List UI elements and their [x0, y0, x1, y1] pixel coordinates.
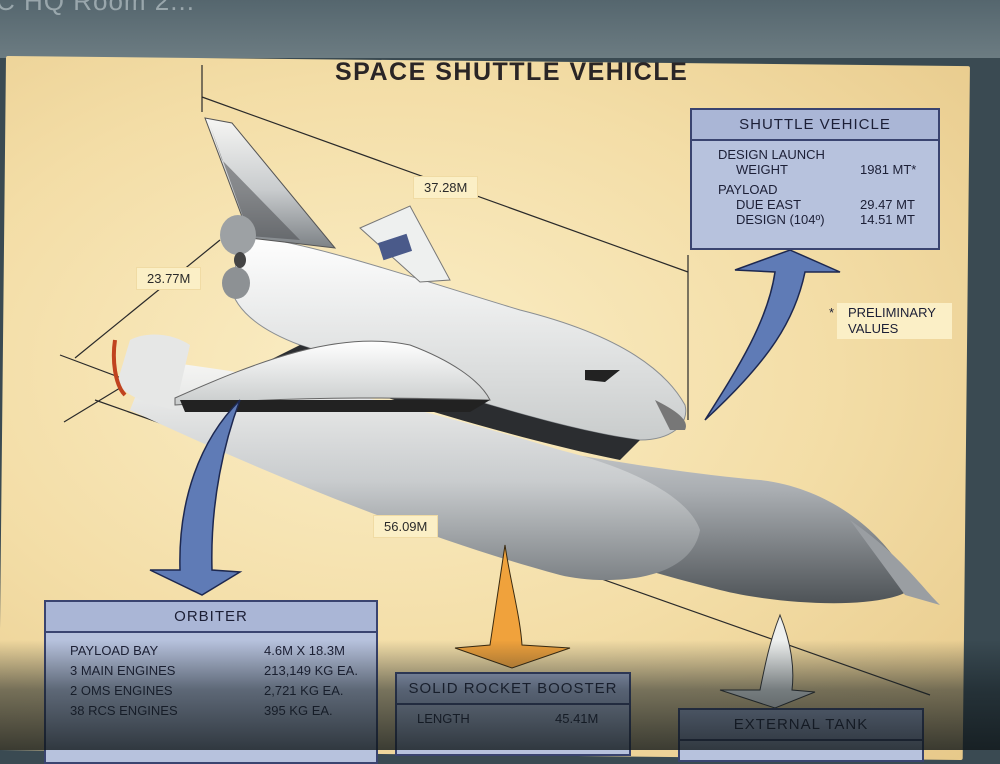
orbiter-box: ORBITER PAYLOAD BAY 4.6M X 18.3M 3 MAIN … — [44, 600, 378, 764]
orbiter-row-value: 4.6M X 18.3M — [264, 643, 345, 658]
background-screen-top: C HQ Room 2... — [0, 0, 1000, 58]
srb-length-label: LENGTH — [417, 711, 470, 726]
orbiter-row-label: 3 MAIN ENGINES — [70, 663, 176, 678]
note-line-1: PRELIMINARY — [848, 305, 936, 320]
srb-box: SOLID ROCKET BOOSTER LENGTH 45.41M — [395, 672, 631, 756]
orbiter-wing — [174, 340, 491, 406]
arrow-to-tank-box — [719, 613, 816, 709]
payload-label: PAYLOAD — [718, 182, 778, 197]
shuttle-vehicle-box: SHUTTLE VEHICLE DESIGN LAUNCH WEIGHT 198… — [690, 108, 940, 250]
arrow-to-shuttle-box — [704, 249, 841, 421]
arrow-to-orbiter-box — [149, 399, 243, 596]
orbiter-row-value: 395 KG EA. — [264, 703, 333, 718]
due-east-label: DUE EAST — [736, 197, 802, 212]
design-launch-label: DESIGN LAUNCH — [718, 147, 825, 162]
orbiter-row-value: 213,149 KG EA. — [264, 663, 358, 678]
orbiter-row-label: 2 OMS ENGINES — [70, 683, 173, 698]
span-dimension-label: 37.28M — [413, 176, 479, 199]
srb-length-value: 45.41M — [555, 711, 599, 726]
due-east-value: 29.47 MT — [860, 197, 915, 212]
tail-fin — [204, 117, 337, 249]
shuttle-vehicle-heading: SHUTTLE VEHICLE — [692, 110, 938, 141]
orbiter-row-label: PAYLOAD BAY — [70, 643, 159, 658]
weight-value: 1981 MT* — [860, 162, 917, 177]
orbiter-row-label: 38 RCS ENGINES — [70, 703, 178, 718]
orbiter-heading: ORBITER — [46, 602, 376, 633]
external-tank-box: EXTERNAL TANK — [678, 708, 924, 762]
background-heading: C HQ Room 2... — [0, 0, 195, 16]
design-value: 14.51 MT — [860, 212, 915, 227]
orbiter-row-value: 2,721 KG EA. — [264, 683, 344, 698]
page-title: SPACE SHUTTLE VEHICLE — [335, 58, 689, 86]
note-asterisk: * — [829, 305, 835, 320]
weight-label: WEIGHT — [736, 162, 788, 177]
solid-rocket-booster — [130, 360, 700, 581]
srb-heading: SOLID ROCKET BOOSTER — [397, 674, 629, 705]
external-tank-heading: EXTERNAL TANK — [680, 710, 922, 741]
note-line-2: VALUES — [848, 321, 899, 336]
preliminary-note: * PRELIMINARY VALUES — [829, 303, 952, 339]
height-dimension-label: 23.77M — [136, 267, 202, 290]
height-line — [74, 239, 221, 359]
length-tick-left — [63, 387, 121, 423]
length-dimension-label: 56.09M — [373, 515, 439, 538]
design-label: DESIGN (104º) — [736, 212, 825, 227]
